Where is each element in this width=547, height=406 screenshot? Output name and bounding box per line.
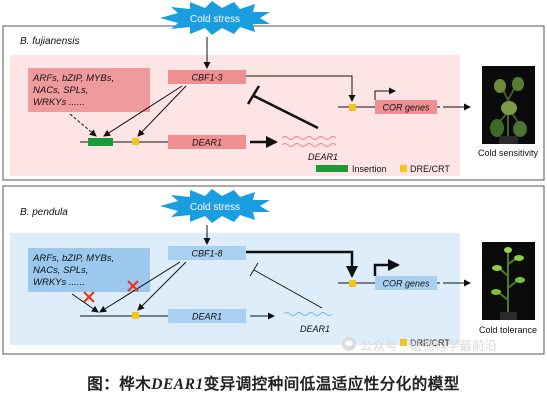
panel-top-legend-insertion-label: Insertion bbox=[352, 164, 387, 174]
panel-bottom-healthy-plant-stem bbox=[497, 252, 519, 314]
panel-bottom-legend-dre-label: DRE/CRT bbox=[410, 338, 450, 348]
wechat-icon bbox=[342, 337, 356, 351]
panel-bottom-plant-leaf-5 bbox=[504, 247, 512, 253]
panel-top-dear1-box bbox=[168, 135, 246, 149]
panel-top-tf-to-insertion-arrow bbox=[69, 113, 97, 137]
figure-caption: 图：桦木DEAR1变异调控种间低温适应性分化的模型 bbox=[0, 372, 547, 394]
panel-bottom-plant-leaf-3 bbox=[492, 265, 502, 271]
panel-bottom-cor-box bbox=[375, 276, 437, 290]
panel-bottom-cold-stress-starburst: Cold stress bbox=[160, 189, 270, 223]
panel-bottom-block-x-1 bbox=[83, 291, 95, 303]
panel-top-starburst-shape bbox=[160, 1, 270, 35]
panel-top-plant-leaf-3 bbox=[494, 79, 506, 93]
panel-bottom-cor-transcription-arrow bbox=[373, 259, 400, 276]
panel-bottom-starburst-shape bbox=[160, 189, 270, 223]
panel-top-cor-transcription-arrow bbox=[374, 87, 396, 100]
panel-top-tf-line-2: NACs, SPLs, bbox=[33, 85, 88, 96]
panel-bottom-block-x-2 bbox=[127, 280, 139, 292]
panel-bottom: B. pendula Cold stress ARFs, bZIP, MYBs,… bbox=[2, 185, 545, 355]
panel-bottom-block-x-2-stroke-b bbox=[127, 280, 139, 292]
caption-suffix: 变异调控种间低温适应性分化的模型 bbox=[203, 374, 460, 393]
panel-bottom-tf-box bbox=[28, 248, 150, 292]
panel-bottom-dre-site-cor bbox=[349, 280, 356, 287]
panel-bottom-cor-label: COR genes bbox=[382, 279, 430, 289]
panel-top-legend-insertion-swatch bbox=[316, 165, 348, 172]
panel-top-cbf-to-insertion-arrow bbox=[103, 85, 183, 137]
panel-top-dre-site-dear1 bbox=[132, 138, 139, 145]
panel-bottom-dear1-inhibition-bar bbox=[249, 262, 259, 277]
panel-top-cbf-box bbox=[168, 70, 246, 84]
panel-top-legend-dre-label: DRE/CRT bbox=[410, 164, 450, 174]
panel-bottom-stimulus-label: Cold stress bbox=[190, 202, 240, 213]
panel-top-dear1-label: DEAR1 bbox=[192, 138, 222, 148]
panel-top-cor-box bbox=[375, 100, 437, 114]
panel-bottom-dre-site-dear1 bbox=[132, 312, 139, 319]
panel-bottom-cbf-to-cor-arrow bbox=[246, 250, 358, 278]
panel-bottom-tf-line-2: NACs, SPLs, bbox=[33, 265, 88, 276]
watermark-text: 公众号 · 植物科学最前沿 bbox=[360, 337, 497, 353]
panel-top-cbf-to-cor-arrow bbox=[246, 75, 356, 102]
panel-bottom-dear1-box bbox=[168, 309, 246, 323]
panel-top-cor-label: COR genes bbox=[382, 103, 430, 113]
panel-top-plant-pot bbox=[499, 136, 518, 144]
panel-top-phenotype-label: Cold sensitivity bbox=[478, 148, 539, 158]
watermark: 公众号 · 植物科学最前沿 bbox=[342, 333, 542, 355]
panel-bottom-species: B. pendula bbox=[20, 207, 68, 218]
panel-top-cbf-label: CBF1-3 bbox=[191, 73, 222, 83]
panel-bottom-plant-leaf-1 bbox=[491, 289, 501, 295]
panel-bottom-cbf-label: CBF1-8 bbox=[191, 249, 222, 259]
caption-prefix: 图：桦木 bbox=[87, 374, 152, 393]
panel-bottom-dear1-rna bbox=[283, 311, 333, 317]
panel-top-species: B. fujianensis bbox=[20, 36, 79, 47]
panel-top-cbf-to-dre-arrow bbox=[137, 85, 187, 137]
panel-top-dre-site-cor bbox=[349, 104, 356, 111]
panel-bottom-tf-line-1: ARFs, bZIP, MYBs, bbox=[32, 253, 114, 264]
panel-bottom-cbf-box bbox=[168, 246, 246, 260]
panel-bottom-phenotype-label: Cold tolerance bbox=[479, 325, 537, 335]
panel-top-cold-stress-starburst: Cold stress bbox=[160, 1, 270, 35]
panel-top-tf-line-1: ARFs, bZIP, MYBs, bbox=[32, 73, 114, 84]
panel-top-plant-leaf-4 bbox=[512, 77, 524, 91]
panel-top-dear1-inhibition-line bbox=[253, 94, 319, 130]
panel-bottom-dear1-protein-label: DEAR1 bbox=[300, 324, 330, 334]
caption-gene: DEAR1 bbox=[151, 376, 204, 393]
panel-top-dear1-protein-label: DEAR1 bbox=[308, 152, 338, 162]
panel-bottom-dear1-inhibition-line bbox=[253, 269, 323, 309]
panel-top-legend-dre-swatch bbox=[400, 165, 407, 172]
panel-bottom-plant-leaf-4 bbox=[514, 255, 524, 261]
panel-bottom-plant-pot bbox=[500, 312, 517, 320]
panel-bottom-tf-line-3: WRKYs ...... bbox=[33, 277, 85, 288]
panel-top: B. fujianensis Cold stress ARFs, bZIP, M… bbox=[2, 1, 545, 181]
panel-top-plant-leaf-2 bbox=[513, 121, 527, 137]
panel-top-plant-leaf-5 bbox=[501, 101, 517, 115]
panel-bottom-legend-dre-swatch bbox=[400, 339, 407, 346]
panel-top-tf-box bbox=[28, 68, 150, 112]
panel-top-insertion-marker bbox=[88, 138, 113, 146]
panel-bottom-cbf-to-dre-arrow bbox=[137, 261, 187, 311]
panel-bottom-block-x-1-stroke-b bbox=[83, 291, 95, 303]
panel-bottom-phenotype-photo bbox=[482, 242, 535, 320]
panel-top-phenotype-photo bbox=[482, 66, 535, 144]
panel-top-tf-line-3: WRKYs ...... bbox=[33, 97, 85, 108]
panel-top-plant-leaf-1 bbox=[490, 119, 504, 137]
panel-top-stimulus-label: Cold stress bbox=[190, 14, 240, 25]
panel-bottom-dear1-label: DEAR1 bbox=[192, 312, 222, 322]
panel-top-dear1-inhibition-bar bbox=[246, 85, 261, 105]
panel-bottom-tf-to-promoter-arrow bbox=[71, 293, 99, 313]
panel-top-dear1-rna bbox=[281, 135, 337, 148]
panel-bottom-cbf-to-promoter-arrow bbox=[99, 261, 181, 313]
panel-bottom-plant-leaf-2 bbox=[515, 277, 525, 283]
panel-top-wilted-plant bbox=[495, 81, 521, 138]
